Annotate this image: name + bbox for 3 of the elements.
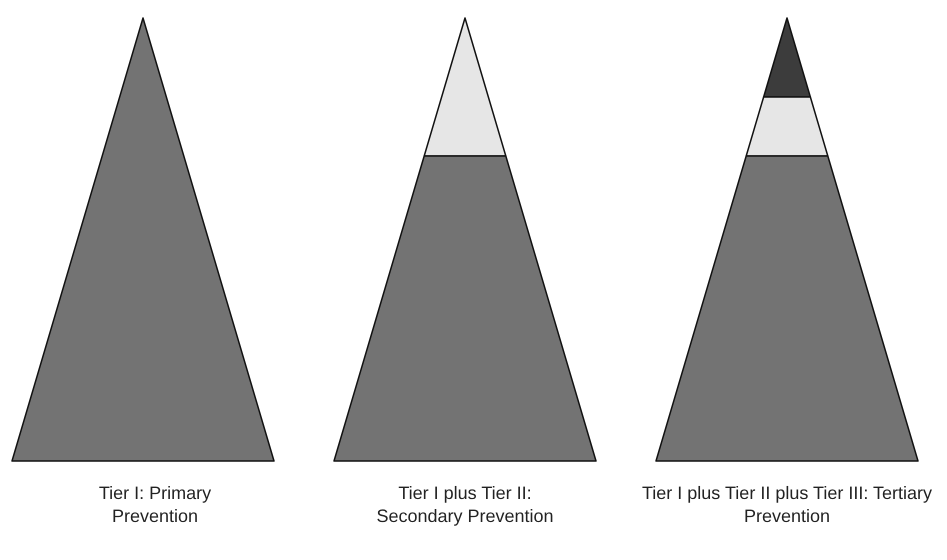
caption-text: Tier I plus Tier II: Secondary Prevention	[375, 482, 555, 528]
caption-text: Tier I: Primary Prevention	[98, 482, 212, 528]
caption-text: Tier I plus Tier II plus Tier III: Tertiary Prevention	[640, 482, 934, 528]
